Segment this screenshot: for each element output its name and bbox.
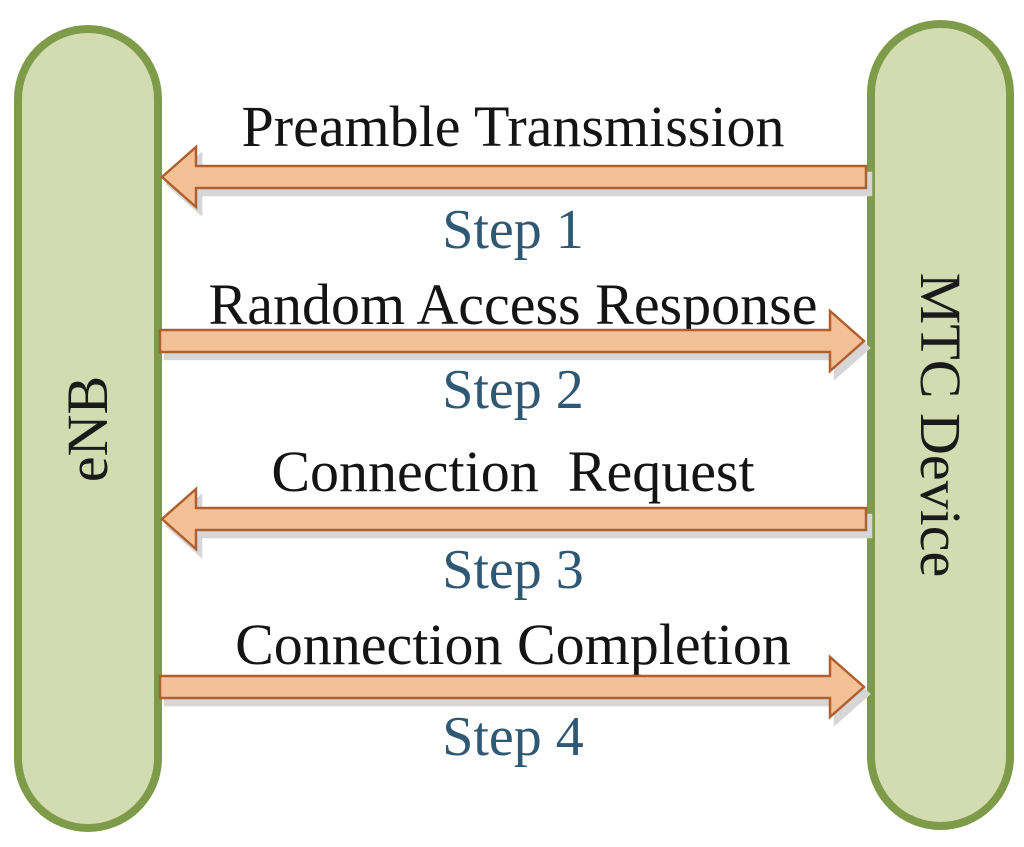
step-label-2: Step 2 (442, 359, 584, 421)
message-label-step-2: Random Access Response (208, 272, 818, 337)
arrow-step-4-right (158, 654, 866, 720)
message-label-step-4: Connection Completion (235, 612, 791, 677)
arrow-shape-left-icon (160, 486, 868, 552)
step-label-3: Step 3 (442, 539, 584, 601)
arrow-shape-right-icon (158, 654, 866, 720)
step-label-4: Step 4 (442, 706, 584, 768)
entity-enb-label: eNB (54, 375, 120, 482)
arrow-step-3-left (160, 486, 868, 552)
step-label-1: Step 1 (442, 199, 584, 261)
arrow-step-1-left (160, 144, 868, 210)
message-label-step-3: Connection Request (271, 439, 755, 504)
message-label-step-1: Preamble Transmission (241, 94, 785, 159)
arrow-shape-left-icon (160, 144, 868, 210)
entity-mtc-device-label: MTC Device (908, 272, 974, 578)
arrow-step-2-right (158, 308, 866, 374)
entity-enb: eNB (14, 25, 162, 832)
entity-mtc-device: MTC Device (867, 20, 1014, 830)
arrow-shape-right-icon (158, 308, 866, 374)
